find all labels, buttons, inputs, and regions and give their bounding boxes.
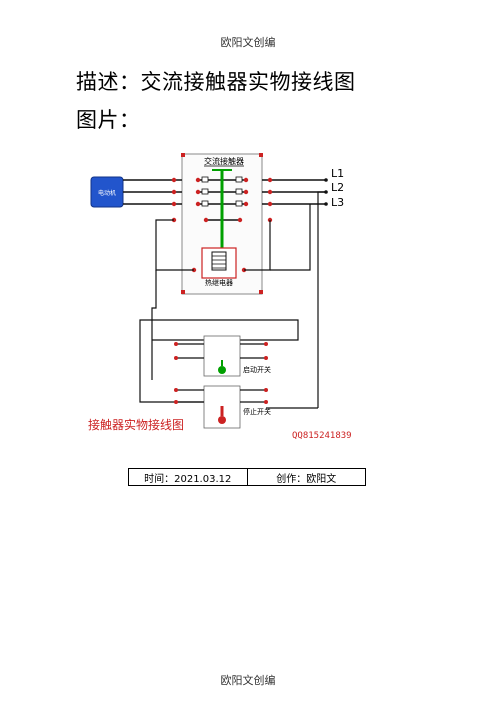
time-cell: 时间：2021.03.12	[144, 473, 232, 485]
description-label: 描述：	[76, 70, 141, 94]
contactor-label: 交流接触器	[204, 156, 244, 166]
start-switch-label: 启动开关	[243, 365, 271, 374]
phase-label-l2: L2	[331, 181, 344, 194]
image-line: 图片：	[76, 108, 141, 132]
diagram-caption: 接触器实物接线图	[88, 417, 184, 432]
relay-label: 热继电器	[205, 278, 233, 287]
wiring-diagram: 交流接触器 电动机 L1 L2 L3 热继电器	[88, 153, 352, 441]
motor-label: 电动机	[98, 189, 116, 197]
page-header: 欧阳文创编	[220, 36, 276, 49]
page-footer: 欧阳文创编	[220, 674, 276, 687]
info-table: 时间：2021.03.12 创作：欧阳文	[128, 468, 366, 486]
stop-switch-label: 停止开关	[243, 407, 271, 416]
stop-button	[218, 416, 226, 424]
phase-label-l1: L1	[331, 167, 344, 180]
start-button	[218, 366, 226, 374]
qq-label: QQ815241839	[292, 431, 352, 441]
phase-label-l3: L3	[331, 196, 344, 209]
description-value: 交流接触器实物接线图	[140, 70, 356, 94]
description-line: 描述：交流接触器实物接线图	[76, 66, 356, 96]
author-cell: 创作：欧阳文	[246, 469, 366, 485]
